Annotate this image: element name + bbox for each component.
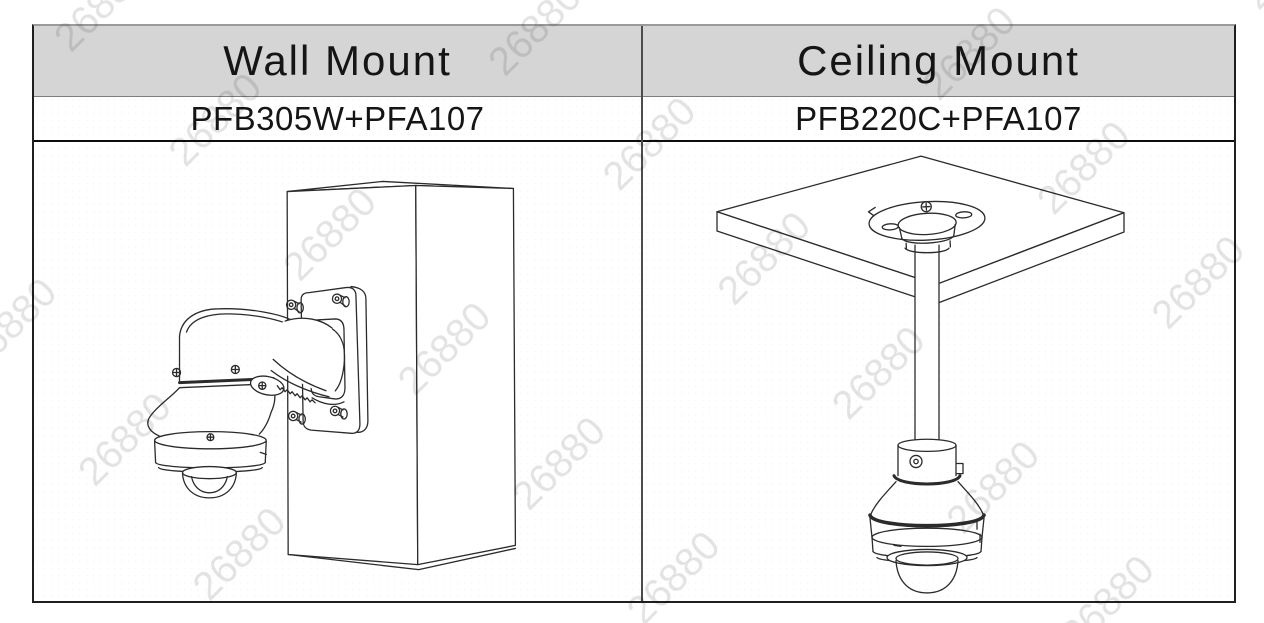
wall-mount-drawing [147,180,517,571]
ceiling-mount-header-cell: Ceiling Mount [643,26,1234,97]
ceiling-mount-header-label: Ceiling Mount [797,37,1080,84]
wall-mount-header-label: Wall Mount [223,37,452,84]
wall-mount-diagram-cell [34,142,641,601]
wall-mount-model-cell: PFB305W+PFA107 [34,97,641,142]
wall-mount-column: Wall Mount PFB305W+PFA107 [34,26,643,601]
ceiling-mount-diagram-cell [643,142,1234,601]
mount-options-table: Wall Mount PFB305W+PFA107 [32,24,1236,603]
wall-mount-header-cell: Wall Mount [34,26,641,97]
ceiling-mount-model-label: PFB220C+PFA107 [795,99,1082,137]
ceiling-mount-drawing [716,155,1125,594]
wall-mount-model-label: PFB305W+PFA107 [190,99,485,137]
ceiling-mount-model-cell: PFB220C+PFA107 [643,97,1234,142]
ceiling-mount-column: Ceiling Mount PFB220C+PFA107 [643,26,1234,601]
